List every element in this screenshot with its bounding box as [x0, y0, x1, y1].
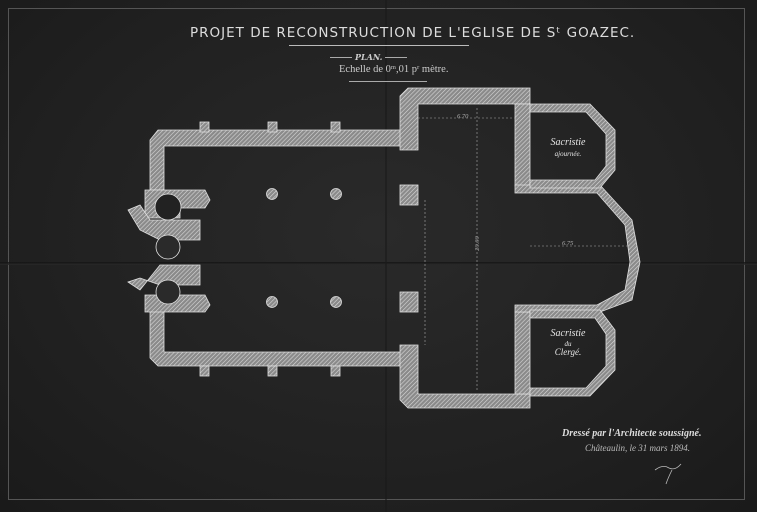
scale-label: Echelle de 0ᵐ,01 pʳ mètre. [339, 64, 449, 75]
apse-wall [514, 184, 641, 313]
transept-width-dimension: 6.70 [457, 113, 469, 120]
plan-heading: PLAN. [355, 52, 383, 62]
buttress [330, 365, 341, 377]
baptistery [154, 193, 182, 221]
porch-wall-north [127, 204, 201, 241]
sheet-border [8, 8, 745, 500]
divider [385, 57, 407, 58]
buttress [267, 365, 278, 377]
buttress [267, 121, 278, 133]
column [266, 296, 278, 308]
paper-fold [0, 262, 757, 265]
divider [330, 57, 352, 58]
pier [399, 184, 419, 206]
drawing-title: PROJET DE RECONSTRUCTION DE L'EGLISE DE … [190, 25, 636, 41]
room-note-lower-sacristy-2: Clergé. [554, 347, 582, 357]
pier [399, 291, 419, 313]
column [330, 296, 342, 308]
divider [349, 81, 427, 82]
buttress [199, 365, 210, 377]
buttress [199, 121, 210, 133]
title-underline [289, 45, 469, 46]
porch-wall-south [127, 264, 201, 291]
transept-north-wall [399, 87, 531, 151]
spiral-stair [155, 279, 181, 305]
room-note-lower-sacristy: du [564, 340, 572, 348]
room-name-lower-sacristy: Sacristie [550, 328, 586, 339]
signature-line-1: Dressé par l'Architecte soussigné. [562, 428, 702, 439]
room-name-upper-sacristy: Sacristie [550, 137, 586, 148]
apse-dimension: 6.75 [562, 240, 574, 247]
buttress [330, 121, 341, 133]
column [330, 188, 342, 200]
column [266, 188, 278, 200]
room-note-upper-sacristy: ajournée. [554, 150, 582, 158]
sacristy-north-wall [529, 103, 616, 189]
paper-fold [385, 0, 387, 512]
transept-south-wall [399, 344, 531, 409]
sacristy-south-wall [529, 309, 616, 397]
signature-line-2: Châteaulin, le 31 mars 1894. [585, 443, 690, 453]
spiral-stair [155, 234, 181, 260]
